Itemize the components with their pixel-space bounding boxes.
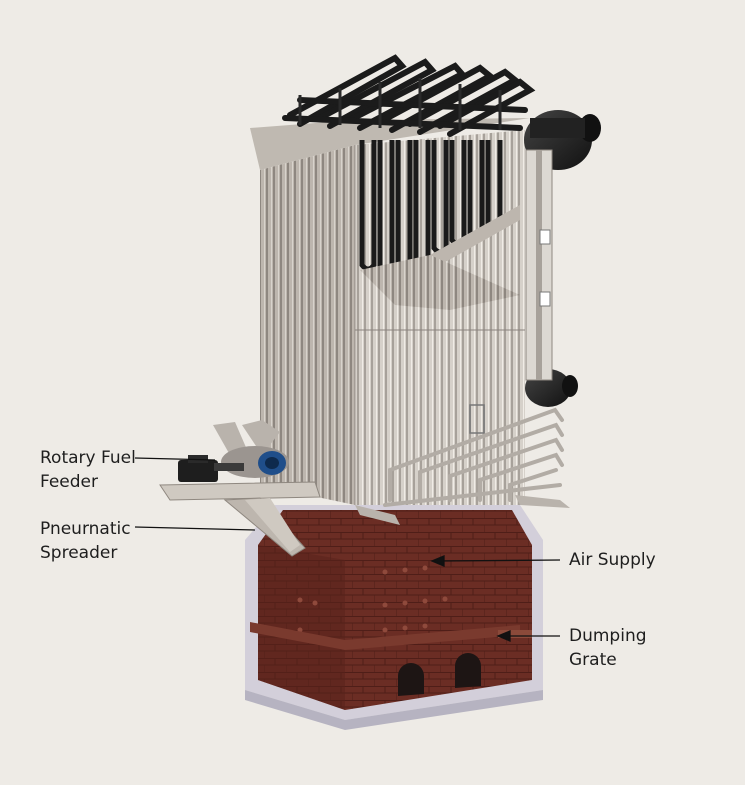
leader-spreader <box>134 526 256 531</box>
label-dumping-grate: Dumping Grate <box>569 626 647 670</box>
leader-lines <box>134 457 561 642</box>
label-rotary-fuel-feeder: Rotary Fuel Feeder <box>40 448 136 492</box>
baffle-upper <box>430 205 520 265</box>
nozzles <box>355 495 570 525</box>
steam-headers <box>282 54 536 137</box>
firebox <box>245 505 543 730</box>
ash-doors <box>398 653 481 696</box>
leader-air <box>439 559 561 562</box>
overfire-air-pipes <box>383 407 564 507</box>
label-air-supply: Air Supply <box>569 550 656 570</box>
side-duct <box>525 149 553 381</box>
leader-rotary <box>134 457 216 461</box>
dumping-grate-bar <box>498 630 532 638</box>
pneumatic-spreader-assembly <box>159 420 321 557</box>
burner-icon <box>178 446 289 482</box>
baffle-lower <box>360 255 520 310</box>
firebox-air-holes <box>297 565 448 633</box>
label-pneumatic-spreader: Pneurnatic Spreader <box>40 519 131 563</box>
top-rails <box>298 78 502 130</box>
